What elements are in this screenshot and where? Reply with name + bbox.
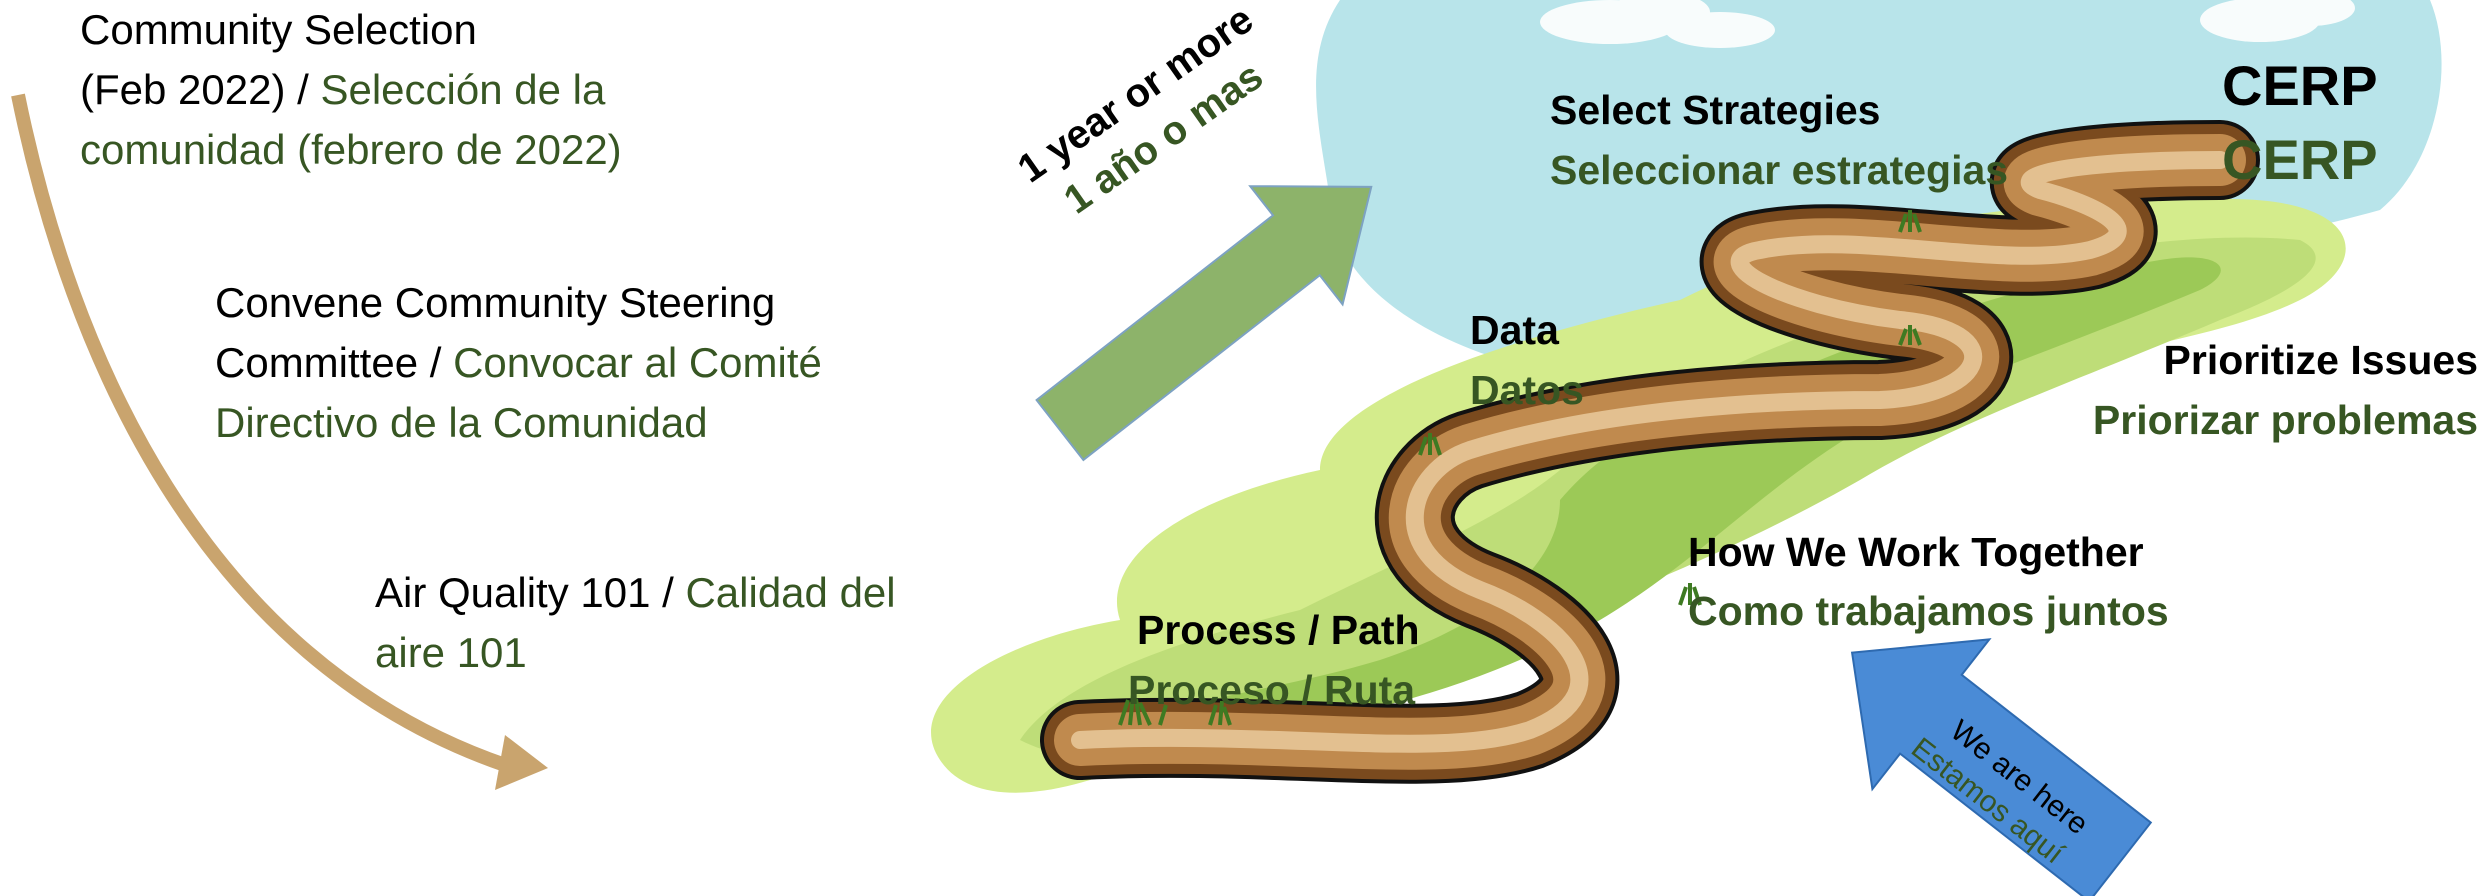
step-2-line-2: Committee / xyxy=(215,339,454,386)
step-1-line-2: (Feb 2022) / xyxy=(80,66,321,113)
cloud xyxy=(2200,0,2355,42)
here-arrow-icon xyxy=(1850,638,2153,896)
stage-strategies-en: Select Strategies xyxy=(1550,87,1881,133)
cerp-es: CERP xyxy=(2222,128,2378,191)
stage-data-en: Data xyxy=(1470,307,1559,353)
step-2-spanish-2: Directivo de la Comunidad xyxy=(215,399,708,446)
stage-work-es: Como trabajamos juntos xyxy=(1688,588,2169,634)
step-air-quality: Air Quality 101 / Calidad del aire 101 xyxy=(375,563,896,683)
step-3-line-1: Air Quality 101 / xyxy=(375,569,686,616)
stage-process-es: Proceso / Ruta xyxy=(1128,667,1416,713)
step-3-spanish-2: aire 101 xyxy=(375,629,527,676)
step-3-spanish-1: Calidad del xyxy=(685,569,896,616)
sky-background xyxy=(1316,0,2442,380)
cerp-en: CERP xyxy=(2222,54,2378,117)
timeline-arrow-icon xyxy=(1035,185,1373,462)
stage-data-es: Datos xyxy=(1470,367,1584,413)
curved-arrow-head xyxy=(495,735,548,790)
step-1-line-1: Community Selection xyxy=(80,6,477,53)
stage-work-en: How We Work Together xyxy=(1688,529,2144,575)
step-2-spanish-1: Convocar al Comité xyxy=(453,339,822,386)
cloud xyxy=(1540,0,1775,48)
step-2-line-1: Convene Community Steering xyxy=(215,279,776,326)
step-community-selection: Community Selection (Feb 2022) / Selecci… xyxy=(80,0,622,180)
curved-arrow-icon xyxy=(11,93,508,772)
step-1-spanish-1: Selección de la xyxy=(320,66,606,113)
stage-process-en: Process / Path xyxy=(1137,607,1420,653)
stage-prioritize-es: Priorizar problemas xyxy=(2092,397,2478,443)
step-steering-committee: Convene Community Steering Committee / C… xyxy=(215,273,822,453)
step-1-spanish-2: comunidad (febrero de 2022) xyxy=(80,126,622,173)
grass-tuft-icon xyxy=(1118,210,1922,726)
stage-strategies-es: Seleccionar estrategias xyxy=(1550,147,2009,193)
stage-prioritize-en: Prioritize Issues xyxy=(2163,337,2478,383)
winding-path-light xyxy=(1071,151,2229,753)
